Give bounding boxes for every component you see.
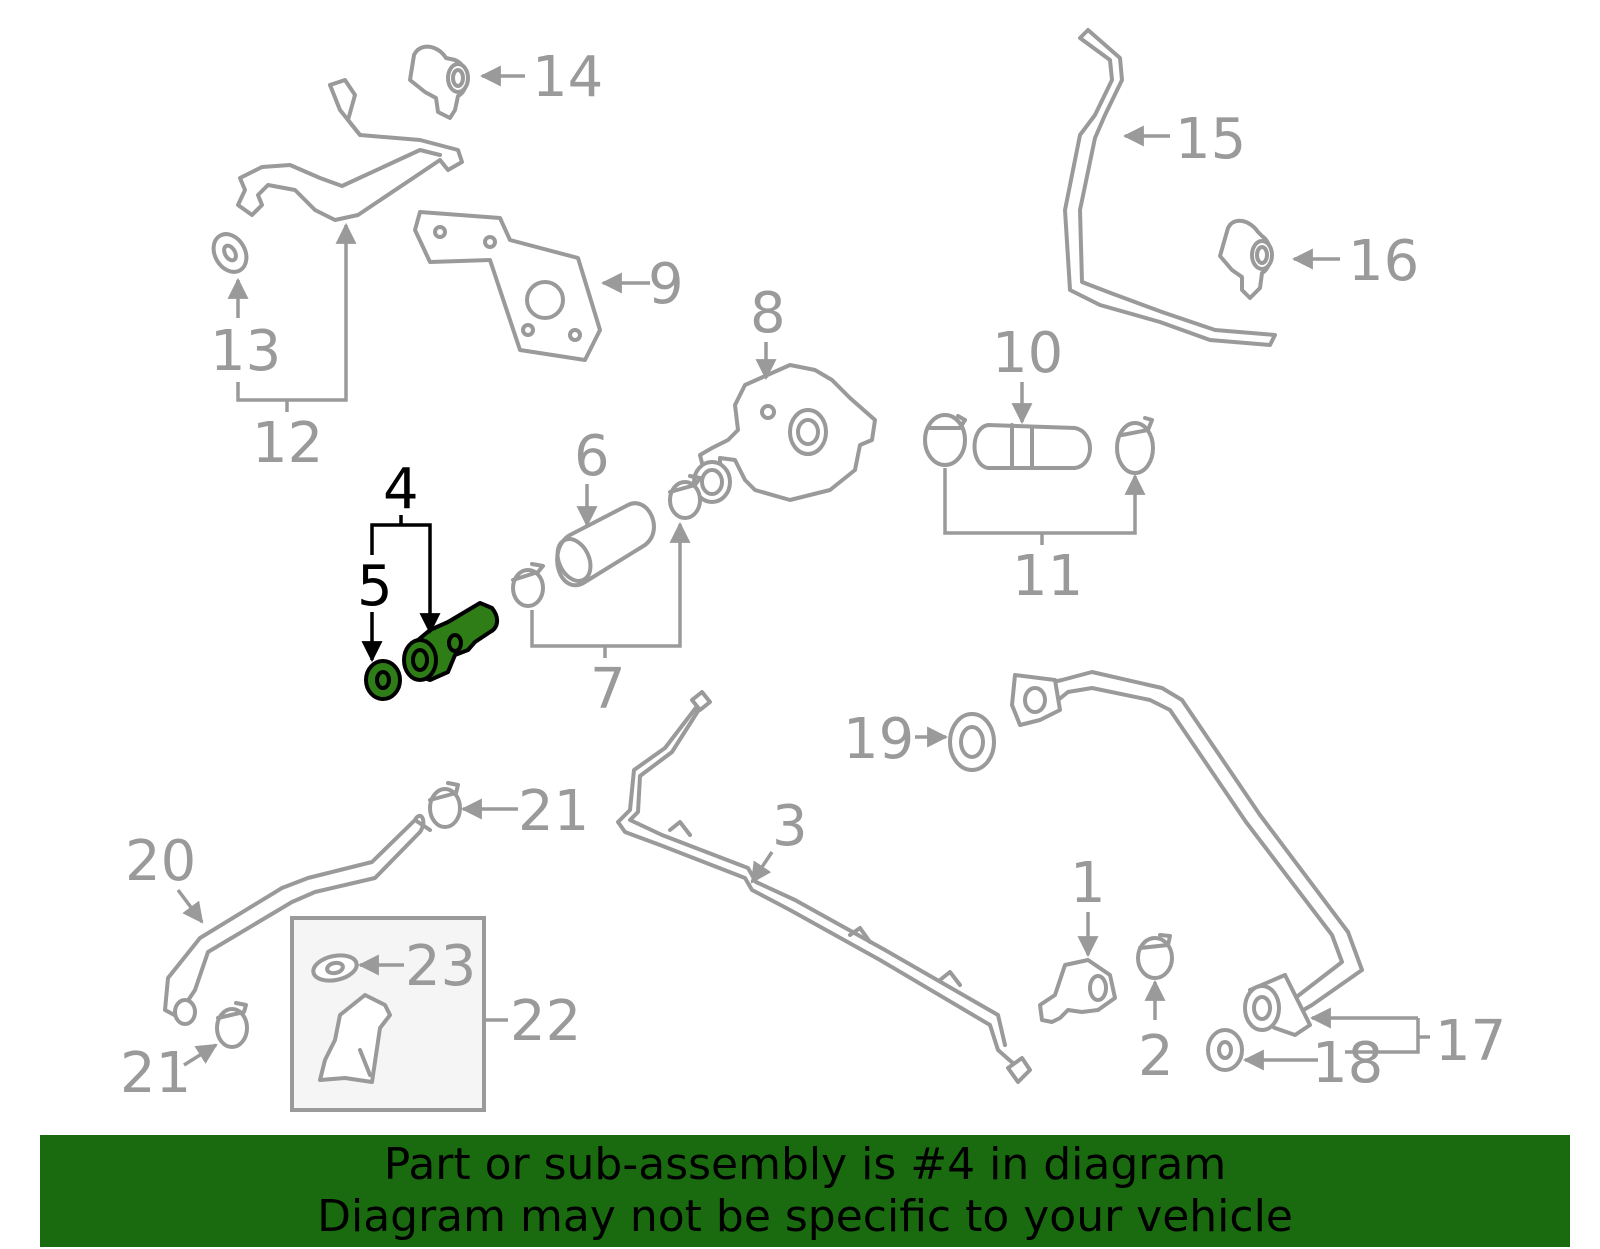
- callout-20: 20: [125, 829, 196, 894]
- clamp-part-11-right: [1115, 416, 1155, 475]
- clamp-part-2: [1136, 933, 1174, 980]
- highlight-leader-lines: [361, 515, 441, 663]
- callout-21-lower: 21: [120, 1041, 191, 1106]
- bracket-part-9: [413, 210, 602, 362]
- clamp-part-7-lower: [511, 562, 545, 608]
- pipe-part-17: [1010, 670, 1364, 1037]
- water-pump-part-8: [692, 363, 877, 504]
- clamp-part-21-upper: [428, 781, 462, 829]
- seal-part-19: [948, 712, 996, 772]
- callout-10: 10: [992, 321, 1063, 386]
- connector-part-14: [408, 44, 470, 120]
- o-ring-part-5-highlighted: [364, 659, 402, 701]
- callout-15: 15: [1175, 107, 1246, 172]
- callout-12: 12: [252, 411, 323, 476]
- callout-18: 18: [1312, 1031, 1383, 1096]
- washer-part-18: [1206, 1028, 1244, 1072]
- callout-5: 5: [357, 554, 393, 619]
- callout-3: 3: [772, 794, 808, 859]
- sensor-part-4-highlighted: [402, 601, 499, 682]
- clamp-part-21-lower: [215, 1001, 249, 1049]
- hose-part-6: [555, 501, 656, 587]
- connector-part-16: [1218, 218, 1274, 300]
- hose-connector-part-10: [972, 423, 1092, 470]
- banner-line-part-number: Part or sub-assembly is #4 in diagram: [383, 1139, 1227, 1190]
- hose-part-20: [163, 813, 432, 1026]
- callout-4: 4: [383, 457, 419, 522]
- callout-17: 17: [1435, 1009, 1506, 1074]
- callout-13: 13: [210, 319, 281, 384]
- callout-labels: 14 15 16 9 13 12 8 10 11 6 7 4 5 19 3 1 …: [120, 45, 1506, 1106]
- clamp-part-7-upper: [668, 474, 702, 520]
- banner-line-disclaimer: Diagram may not be specific to your vehi…: [317, 1191, 1293, 1242]
- callout-14: 14: [532, 45, 603, 110]
- callout-9: 9: [648, 252, 684, 317]
- callout-2: 2: [1138, 1024, 1174, 1089]
- callout-11: 11: [1012, 544, 1083, 609]
- inset-box-part-22: [290, 916, 486, 1112]
- callout-8: 8: [750, 281, 786, 346]
- callout-6: 6: [574, 424, 610, 489]
- callout-22: 22: [510, 989, 581, 1054]
- wire-harness-part-3: [616, 690, 1032, 1084]
- hose-part-15: [1063, 28, 1277, 347]
- leader-lines: [176, 65, 1430, 1071]
- callout-7: 7: [590, 657, 626, 722]
- callout-19: 19: [843, 707, 914, 772]
- callout-23: 23: [405, 934, 476, 999]
- callout-21-upper: 21: [518, 779, 589, 844]
- callout-1: 1: [1070, 851, 1106, 916]
- info-banner: Part or sub-assembly is #4 in diagram Di…: [40, 1135, 1570, 1247]
- callout-16: 16: [1348, 229, 1419, 294]
- sensor-part-1: [1038, 958, 1117, 1024]
- o-ring-part-13: [211, 232, 249, 274]
- coolant-pipe-part-12: [236, 78, 464, 222]
- clamp-part-11-left: [923, 413, 967, 467]
